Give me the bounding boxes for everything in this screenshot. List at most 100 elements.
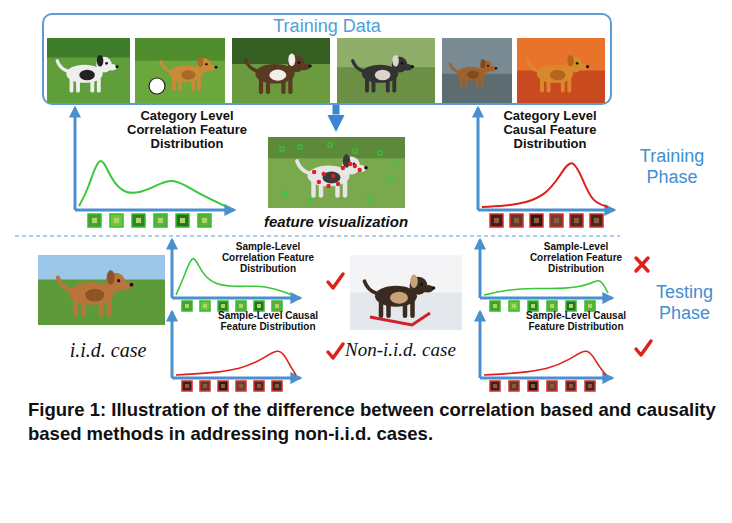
feature-patch (218, 381, 228, 391)
feature-patch-detail (136, 218, 141, 223)
feature-point (326, 184, 330, 188)
dog-patch (390, 292, 408, 304)
feature-patch-detail (239, 304, 243, 308)
dog-photo (442, 38, 512, 103)
feature-patch (530, 214, 543, 227)
chart-title: Sample-Level Correlation Feature Distrib… (212, 241, 324, 274)
phase-separator (15, 236, 620, 237)
dog-snout (577, 64, 587, 71)
feature-patch (254, 301, 264, 311)
flow-arrow (333, 105, 340, 115)
feature-patch-detail (221, 384, 225, 388)
axis-x (172, 297, 300, 300)
feature-patch-detail (239, 384, 243, 388)
feature-point (348, 162, 352, 166)
photo-background (268, 137, 405, 208)
feature-patch-detail (202, 218, 207, 223)
photo-ground (38, 280, 165, 326)
feature-patch-detail (512, 304, 516, 308)
feature-patch-detail (569, 384, 573, 388)
dog-eye (205, 63, 207, 65)
dog-snout (107, 64, 117, 71)
dog-nose (586, 65, 589, 68)
photo-ground (232, 64, 330, 103)
feature-patch-detail (512, 384, 516, 388)
photo-ground (268, 158, 405, 208)
feature-point (312, 170, 316, 174)
dog-ear (288, 53, 295, 66)
image-box: feature visualization (256, 132, 416, 232)
feature-patch-detail (203, 304, 207, 308)
dog-snout (488, 66, 496, 71)
dog-ear (107, 270, 115, 284)
distribution-curve (484, 281, 608, 295)
feature-patch (132, 214, 145, 227)
dog-patch (323, 172, 341, 184)
feature-point (322, 172, 326, 176)
feature-patch (547, 301, 557, 311)
feature-patch (590, 214, 603, 227)
dog-tail (450, 64, 458, 72)
feature-patch-detail (574, 218, 579, 223)
dog-eye (420, 283, 423, 286)
axis-x (480, 377, 612, 380)
feature-patch-detail (185, 384, 189, 388)
dog-snout (206, 65, 216, 71)
feature-patch-detail (92, 218, 97, 223)
dog-patch (79, 70, 95, 80)
dog-ear (197, 56, 203, 67)
feature-patch-detail (257, 304, 261, 308)
feature-patch (509, 381, 519, 391)
dog-patch (85, 289, 104, 302)
axis-x (75, 209, 234, 212)
feature-patch (570, 214, 583, 227)
dog-nose (411, 65, 414, 68)
dog-snout (402, 64, 412, 71)
feature-patch (236, 381, 246, 391)
dog-body (308, 166, 350, 187)
dog-photo (268, 137, 405, 208)
photo-background (47, 38, 130, 103)
figure-caption: Figure 1: Illustration of the difference… (28, 398, 718, 446)
axis-y (477, 108, 480, 210)
distribution-curve (484, 351, 606, 375)
feature-patch (236, 301, 246, 311)
feature-patch-detail (203, 384, 207, 388)
dog-ear (97, 55, 104, 67)
feature-point (280, 147, 284, 151)
photo-ground (517, 71, 605, 104)
feature-patch (566, 301, 576, 311)
node-text: feature visualization (264, 213, 408, 230)
dog-nose (364, 166, 368, 170)
feature-patch (154, 214, 167, 227)
chart-title: Sample-Level Correlation Feature Distrib… (520, 241, 632, 274)
photo-ground (337, 67, 435, 103)
chart-title: Category Level Causal Feature Distributi… (485, 109, 615, 151)
feature-patch-detail (275, 384, 279, 388)
dog-patch (181, 70, 195, 80)
dog-patch (375, 70, 391, 80)
dog-snout (422, 285, 434, 293)
axis-y (479, 240, 482, 298)
dog-photo (38, 255, 165, 325)
dog-photo (135, 38, 225, 103)
feature-point (341, 166, 345, 170)
dog-eye (117, 279, 120, 282)
feature-patch-detail (588, 304, 592, 308)
distribution-curve (482, 163, 608, 207)
dog-eye (487, 65, 489, 67)
dog-snout (299, 63, 310, 70)
feature-point (336, 182, 340, 186)
photo-background (232, 38, 330, 103)
feature-patch-detail (180, 218, 185, 223)
dog-eye (105, 62, 108, 65)
feature-patch (528, 381, 538, 391)
dog-patch (550, 70, 566, 80)
feature-patch (550, 214, 563, 227)
feature-point (317, 180, 321, 184)
feature-patch (585, 301, 595, 311)
dog-photo (47, 38, 130, 103)
photo-background (337, 38, 435, 103)
dog-nose (432, 286, 436, 290)
